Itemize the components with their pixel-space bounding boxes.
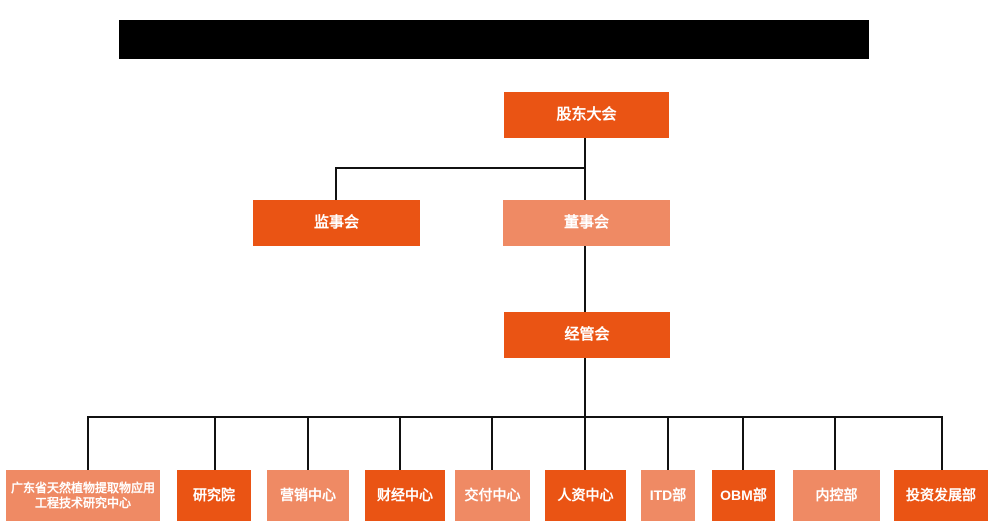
connector-line	[87, 416, 89, 470]
org-node-delivery-center: 交付中心	[455, 470, 530, 521]
org-node-label: 董事会	[563, 213, 609, 231]
connector-line	[584, 357, 586, 417]
org-node-label: 经管会	[564, 325, 610, 343]
org-node-research-center: 广东省天然植物提取物应用工程技术研究中心	[6, 470, 160, 521]
connector-line	[941, 416, 943, 470]
org-node-label: 财经中心	[377, 486, 433, 503]
connector-line	[742, 416, 744, 470]
org-node-label: 营销中心	[280, 486, 336, 503]
connector-line	[307, 416, 309, 470]
org-node-supervisory-board: 监事会	[253, 200, 420, 246]
org-node-shareholders-meeting: 股东大会	[504, 92, 669, 138]
org-node-obm-department: OBM部	[712, 470, 775, 521]
org-node-label: 研究院	[193, 486, 235, 503]
org-node-management-committee: 经管会	[504, 312, 670, 358]
org-node-label: 股东大会	[556, 105, 617, 123]
org-node-investment-development-department: 投资发展部	[894, 470, 988, 521]
org-node-internal-control-department: 内控部	[793, 470, 880, 521]
org-node-board-of-directors: 董事会	[503, 200, 670, 246]
connector-line	[834, 416, 836, 470]
org-node-label: 广东省天然植物提取物应用工程技术研究中心	[10, 480, 155, 510]
org-node-label: 内控部	[815, 486, 858, 503]
connector-line	[335, 167, 337, 200]
connector-line	[584, 138, 586, 200]
org-node-label: 人资中心	[557, 486, 614, 503]
org-node-label: 交付中心	[464, 486, 521, 503]
org-node-label: ITD部	[649, 486, 687, 503]
org-node-research-institute: 研究院	[177, 470, 251, 521]
org-node-itd-department: ITD部	[641, 470, 695, 521]
connector-line	[667, 416, 669, 470]
org-node-label: 投资发展部	[906, 486, 976, 503]
org-node-finance-center: 财经中心	[365, 470, 445, 521]
connector-line	[491, 416, 493, 470]
connector-line	[87, 416, 943, 418]
org-node-hr-center: 人资中心	[545, 470, 626, 521]
connector-line	[214, 416, 216, 470]
connector-line	[335, 167, 586, 169]
connector-line	[584, 416, 586, 470]
org-node-label: OBM部	[720, 486, 767, 503]
connector-line	[584, 246, 586, 312]
org-node-marketing-center: 营销中心	[267, 470, 349, 521]
redacted-title-bar	[119, 20, 869, 59]
connector-line	[399, 416, 401, 470]
org-node-label: 监事会	[313, 213, 359, 231]
